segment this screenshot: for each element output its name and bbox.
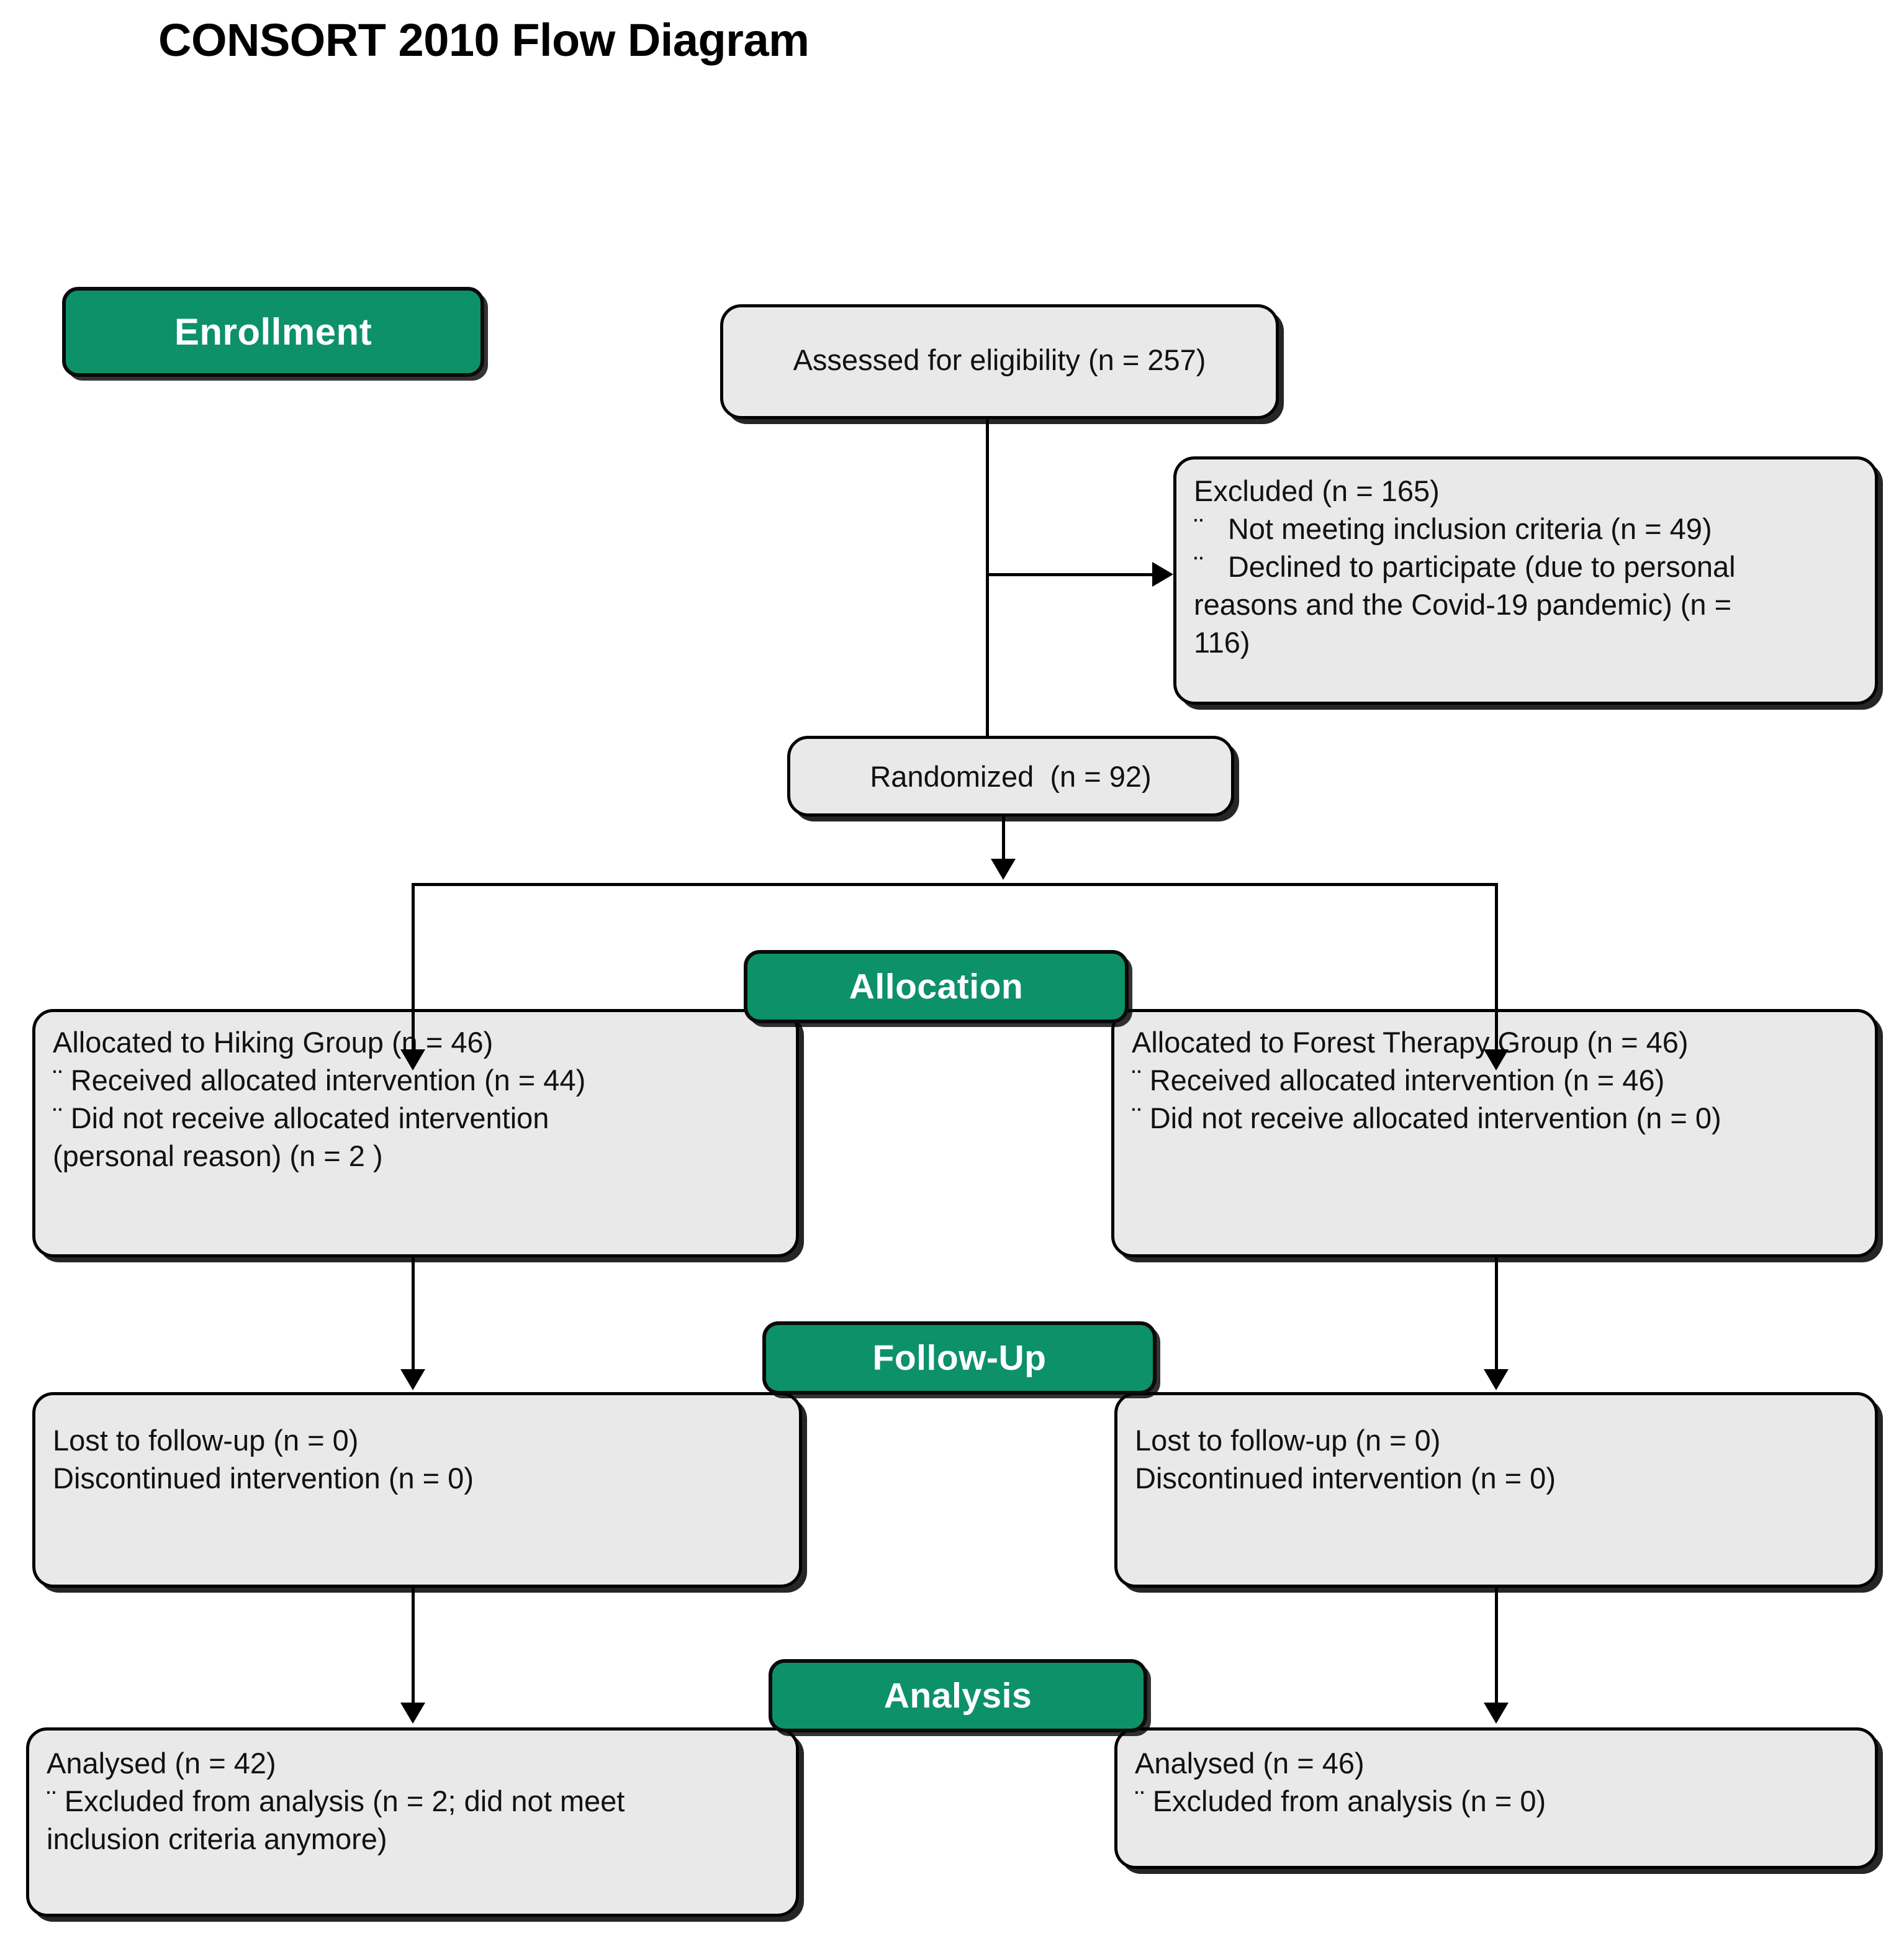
node-followup-hiking: Lost to follow-up (n = 0) Discontinued i… (32, 1392, 802, 1588)
stage-label-allocation-text: Allocation (849, 966, 1024, 1007)
arrow-down-icon-followup-left (400, 1369, 425, 1390)
node-allocated-hiking-text: Allocated to Hiking Group (n = 46) ¨ Rec… (53, 1026, 586, 1173)
connector-allocation-split-bar (412, 883, 1498, 886)
arrow-down-icon-followup-right (1484, 1369, 1509, 1390)
node-allocated-hiking-group: Allocated to Hiking Group (n = 46) ¨ Rec… (32, 1009, 799, 1257)
node-followup-hiking-text: Lost to follow-up (n = 0) Discontinued i… (53, 1424, 474, 1495)
stage-label-follow-up: Follow-Up (762, 1321, 1157, 1395)
connector-assessed-to-randomized (986, 419, 989, 736)
stage-label-enrollment-text: Enrollment (174, 310, 372, 353)
node-allocated-forest-therapy-group: Allocated to Forest Therapy Group (n = 4… (1111, 1009, 1878, 1257)
node-randomized: Randomized (n = 92) (787, 736, 1234, 817)
node-analysis-forest-text: Analysed (n = 46) ¨ Excluded from analys… (1135, 1747, 1546, 1818)
node-allocated-forest-text: Allocated to Forest Therapy Group (n = 4… (1132, 1026, 1721, 1135)
node-followup-forest-text: Lost to follow-up (n = 0) Discontinued i… (1135, 1424, 1556, 1495)
node-analysis-forest: Analysed (n = 46) ¨ Excluded from analys… (1114, 1727, 1878, 1869)
stage-label-allocation: Allocation (744, 950, 1129, 1023)
connector-to-excluded (986, 573, 1153, 576)
node-assessed-for-eligibility: Assessed for eligibility (n = 257) (720, 304, 1279, 419)
arrow-down-icon-allocation-right (1484, 1049, 1509, 1070)
connector-followup-right-to-analysis (1495, 1588, 1498, 1718)
connector-allocation-right-drop (1495, 883, 1498, 1066)
stage-label-analysis-text: Analysis (883, 1675, 1032, 1716)
connector-alloc-right-to-followup (1495, 1257, 1498, 1385)
page-title: CONSORT 2010 Flow Diagram (158, 14, 810, 66)
arrow-down-icon-analysis-right (1484, 1703, 1509, 1724)
connector-randomized-down (1002, 817, 1005, 866)
arrow-down-icon-allocation-left (400, 1049, 425, 1070)
connector-alloc-left-to-followup (412, 1257, 415, 1385)
arrow-down-icon-randomized (991, 859, 1016, 880)
node-assessed-text: Assessed for eligibility (n = 257) (793, 343, 1206, 376)
stage-label-follow-up-text: Follow-Up (872, 1337, 1047, 1378)
stage-label-enrollment: Enrollment (62, 287, 484, 377)
arrow-right-icon-excluded (1152, 562, 1173, 587)
node-analysis-hiking-text: Analysed (n = 42) ¨ Excluded from analys… (47, 1747, 625, 1856)
connector-followup-left-to-analysis (412, 1588, 415, 1718)
node-followup-forest: Lost to follow-up (n = 0) Discontinued i… (1114, 1392, 1878, 1588)
stage-label-analysis: Analysis (769, 1659, 1147, 1732)
connector-allocation-left-drop (412, 883, 415, 1066)
node-randomized-text: Randomized (n = 92) (870, 760, 1152, 793)
node-analysis-hiking: Analysed (n = 42) ¨ Excluded from analys… (26, 1727, 799, 1917)
arrow-down-icon-analysis-left (400, 1703, 425, 1724)
node-excluded: Excluded (n = 165) ¨ Not meeting inclusi… (1173, 456, 1878, 705)
node-excluded-text: Excluded (n = 165) ¨ Not meeting inclusi… (1194, 474, 1736, 659)
